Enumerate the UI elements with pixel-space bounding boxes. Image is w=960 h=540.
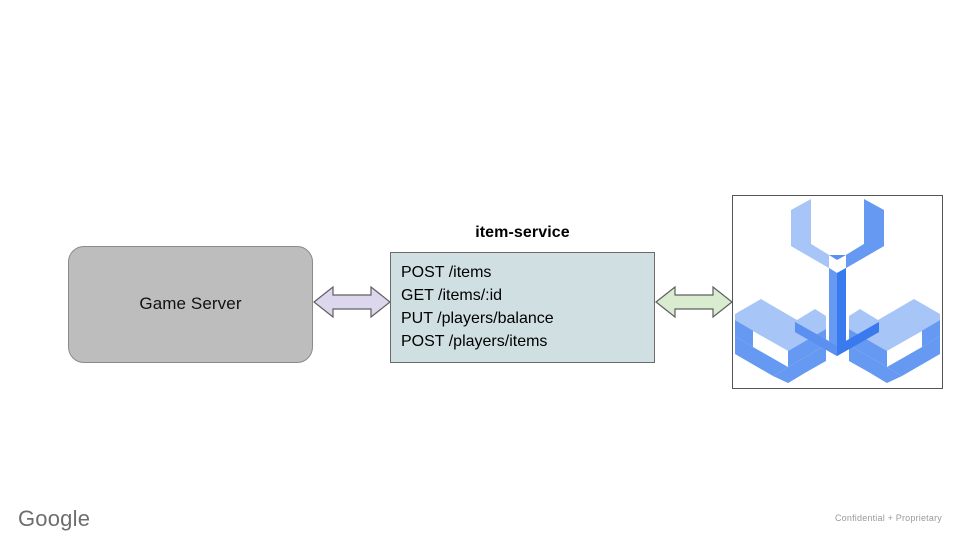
node-game-server[interactable]: Game Server bbox=[68, 246, 313, 363]
endpoint-row: GET /items/:id bbox=[401, 287, 503, 304]
node-game-server-label: Game Server bbox=[139, 294, 242, 314]
google-logo: Google bbox=[18, 506, 91, 531]
double-arrow-icon bbox=[655, 285, 733, 319]
double-arrow-icon bbox=[313, 285, 391, 319]
confidential-notice: Confidential + Proprietary bbox=[834, 513, 942, 523]
endpoint-row: POST /items bbox=[401, 264, 492, 281]
connector-game-server-to-item-service[interactable] bbox=[313, 281, 391, 328]
connector-item-service-to-service-icon[interactable] bbox=[655, 281, 733, 328]
node-item-service-title: item-service bbox=[475, 224, 570, 241]
isometric-wrench-icon bbox=[735, 199, 940, 383]
endpoint-row: POST /players/items bbox=[401, 333, 548, 350]
node-item-service[interactable]: POST /items GET /items/:id PUT /players/… bbox=[390, 252, 655, 363]
endpoint-row: PUT /players/balance bbox=[401, 310, 554, 327]
node-service-icon-frame[interactable] bbox=[732, 195, 943, 389]
